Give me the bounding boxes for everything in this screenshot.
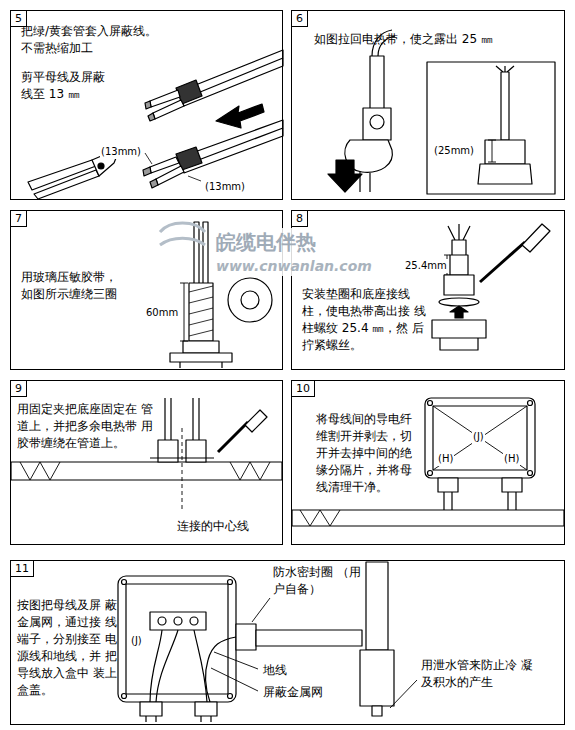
dimension-label: (13mm): [100, 145, 142, 159]
step-panel: 将母线间的导电纤 维割开并剥去，切 开并去掉中间的绝 缘分隔片，并将母 线清理干…: [291, 380, 565, 545]
step-number: 10: [296, 381, 310, 396]
step-panel: 如图拉回电热带，使之露出 25 ㎜ 6: [291, 10, 565, 200]
step-number: 7: [15, 211, 22, 226]
step-number-box: 6: [291, 10, 308, 27]
instruction-text: 剪平母线及屏蔽 线至 13 ㎜: [21, 69, 113, 103]
step-panel: 安装垫圈和底座接线 柱，使电热带高出接 线柱螺纹 25.4 ㎜，然 后拧紧螺丝。…: [291, 210, 565, 370]
step-number: 6: [296, 11, 303, 26]
step-number-box: 7: [10, 210, 27, 227]
step-number-box: 5: [10, 10, 27, 27]
callout-text: 连接的中心线: [176, 518, 250, 535]
step-number: 8: [296, 211, 303, 226]
step-panel: 把绿/黄套管套入屏蔽线。 不需热缩加工剪平母线及屏蔽 线至 13 ㎜ 5: [10, 10, 283, 200]
step-number-box: 9: [10, 380, 27, 397]
instruction-text: 用固定夹把底座固定在 管道上，并把多余电热带 用胶带缠绕在管道上。: [17, 401, 153, 452]
step-number: 9: [15, 381, 22, 396]
callout-text: 用泄水管来防止冷 凝及积水的产生: [420, 657, 540, 691]
step-number: 11: [15, 561, 29, 576]
watermark: 皖缆电伴热: [215, 228, 317, 256]
step-number-box: 8: [291, 210, 308, 227]
callout-text: 屏蔽金属网: [262, 684, 324, 701]
instruction-text: 将母线间的导电纤 维割开并剥去，切 开并去掉中间的绝 缘分隔片，并将母 线清理干…: [316, 411, 418, 496]
terminal-mark: (H): [437, 452, 454, 466]
instruction-text: 按图把母线及屏 蔽金属网，通过接 线端子，分别接至 电源线和地线，并 把导线放入…: [17, 597, 117, 699]
instruction-text: 安装垫圈和底座接线 柱，使电热带高出接 线柱螺纹 25.4 ㎜，然 后拧紧螺丝。: [302, 286, 432, 354]
dimension-label: 25.4mm: [404, 259, 448, 273]
instruction-text: 如图拉回电热带，使之露出 25 ㎜: [314, 31, 544, 48]
instruction-text: 用玻璃压敏胶带， 如图所示缠绕三圈: [21, 269, 129, 303]
callout-text: 防水密封圈 （用户自备）: [272, 564, 364, 598]
junction-mark: (J): [130, 634, 143, 648]
terminal-mark: (H): [503, 452, 520, 466]
callout-text: 地线: [262, 662, 288, 679]
step-number: 5: [15, 11, 22, 26]
dimension-label: (25mm): [433, 144, 475, 158]
step-number-box: 10: [291, 380, 315, 397]
instruction-text: 把绿/黄套管套入屏蔽线。 不需热缩加工: [21, 23, 171, 57]
dimension-label: 60mm: [145, 306, 179, 320]
junction-mark: (J): [472, 430, 485, 444]
dimension-label: (13mm): [204, 180, 246, 194]
step-number-box: 11: [10, 560, 34, 577]
watermark: www.cnwanlan.com: [215, 256, 373, 276]
